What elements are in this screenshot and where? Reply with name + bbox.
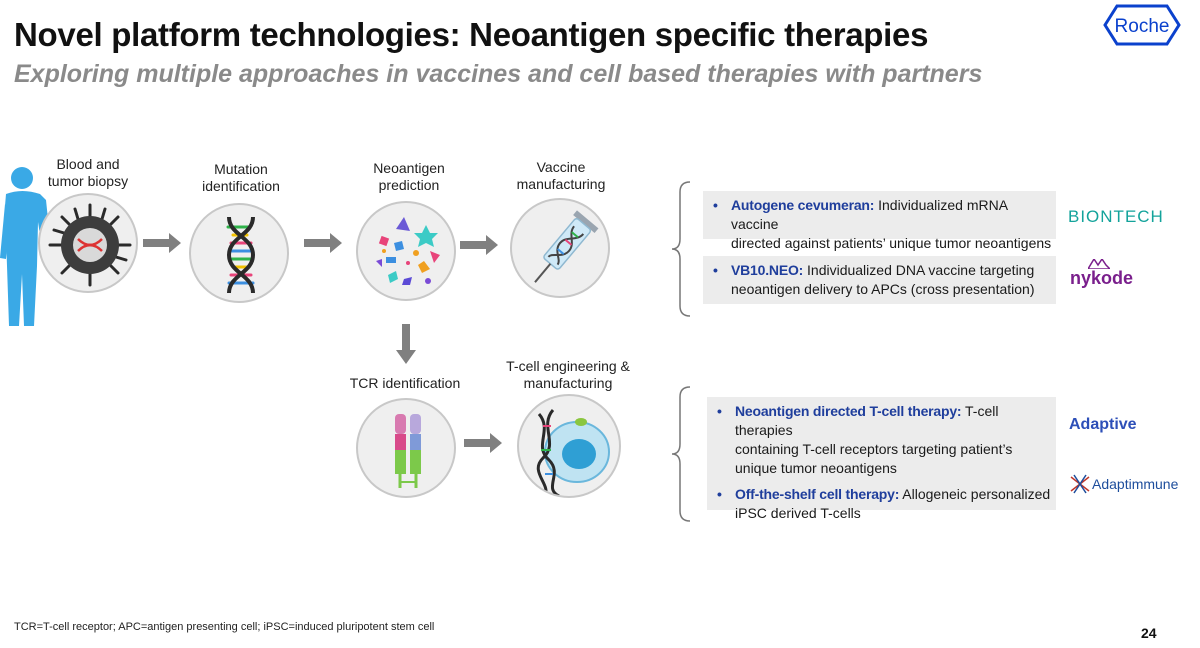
engineered-t-cell-icon bbox=[536, 409, 610, 496]
vaccine-item-autogene: • Autogene cevumeran: Individualized mRN… bbox=[703, 191, 1056, 251]
item-keyword: VB10.NEO: bbox=[731, 262, 804, 278]
biontech-logo: BIONTECH bbox=[1068, 207, 1164, 226]
arrow-right-icon bbox=[464, 433, 502, 453]
cell-item-neoantigen-directed: • Neoantigen directed T-cell therapy: T-… bbox=[717, 403, 1013, 476]
adaptimmune-logo: Adaptimmune bbox=[1092, 476, 1179, 492]
curly-bracket-vaccines bbox=[671, 181, 691, 317]
dna-helix-icon bbox=[226, 216, 256, 294]
neoantigen-circle bbox=[356, 201, 456, 301]
neoantigen-shapes-icon bbox=[376, 217, 440, 285]
tcr-circle bbox=[356, 398, 456, 498]
bullet: • bbox=[713, 262, 718, 278]
vaccine-circle bbox=[510, 198, 610, 298]
bullet: • bbox=[713, 197, 718, 213]
footnote: TCR=T-cell receptor; APC=antigen present… bbox=[14, 621, 435, 633]
tumor-cell-icon bbox=[48, 203, 132, 287]
bullet: • bbox=[717, 403, 722, 419]
tcell-circle bbox=[517, 394, 621, 498]
step-label-tcell: T-cell engineering &manufacturing bbox=[506, 358, 630, 391]
nykode-logo: nykode bbox=[1070, 268, 1134, 288]
arrow-right-icon bbox=[143, 233, 181, 253]
page-number: 24 bbox=[1141, 625, 1157, 641]
step-label-tcr: TCR identification bbox=[349, 375, 461, 391]
t-cell-receptor-icon bbox=[395, 414, 421, 488]
item-keyword: Off-the-shelf cell therapy: bbox=[735, 486, 900, 502]
cell-therapy-box: • Neoantigen directed T-cell therapy: T-… bbox=[707, 397, 1056, 521]
arrow-down-icon bbox=[396, 324, 416, 364]
syringe-icon bbox=[534, 210, 599, 283]
adaptive-logo: Adaptive bbox=[1069, 416, 1137, 433]
roche-logo: Roche bbox=[1103, 4, 1181, 46]
arrow-right-icon bbox=[460, 235, 498, 255]
page-title: Novel platform technologies: Neoantigen … bbox=[14, 16, 929, 53]
adaptimmune-mark-icon bbox=[1070, 474, 1090, 494]
dna-circle bbox=[189, 203, 289, 303]
curly-bracket-cell-therapies bbox=[671, 386, 691, 522]
item-keyword: Neoantigen directed T-cell therapy: bbox=[735, 403, 962, 419]
vaccine-item-vb10neo: • VB10.NEO: Individualized DNA vaccine t… bbox=[703, 256, 1056, 304]
cell-item-off-the-shelf: • Off-the-shelf cell therapy: Allogeneic… bbox=[717, 486, 1051, 521]
bullet: • bbox=[717, 486, 722, 502]
item-keyword: Autogene cevumeran: bbox=[731, 197, 875, 213]
roche-logo-text: Roche bbox=[1115, 16, 1170, 37]
arrow-right-icon bbox=[304, 233, 342, 253]
tumor-cell-circle bbox=[38, 193, 138, 293]
page-subtitle: Exploring multiple approaches in vaccine… bbox=[14, 60, 983, 88]
